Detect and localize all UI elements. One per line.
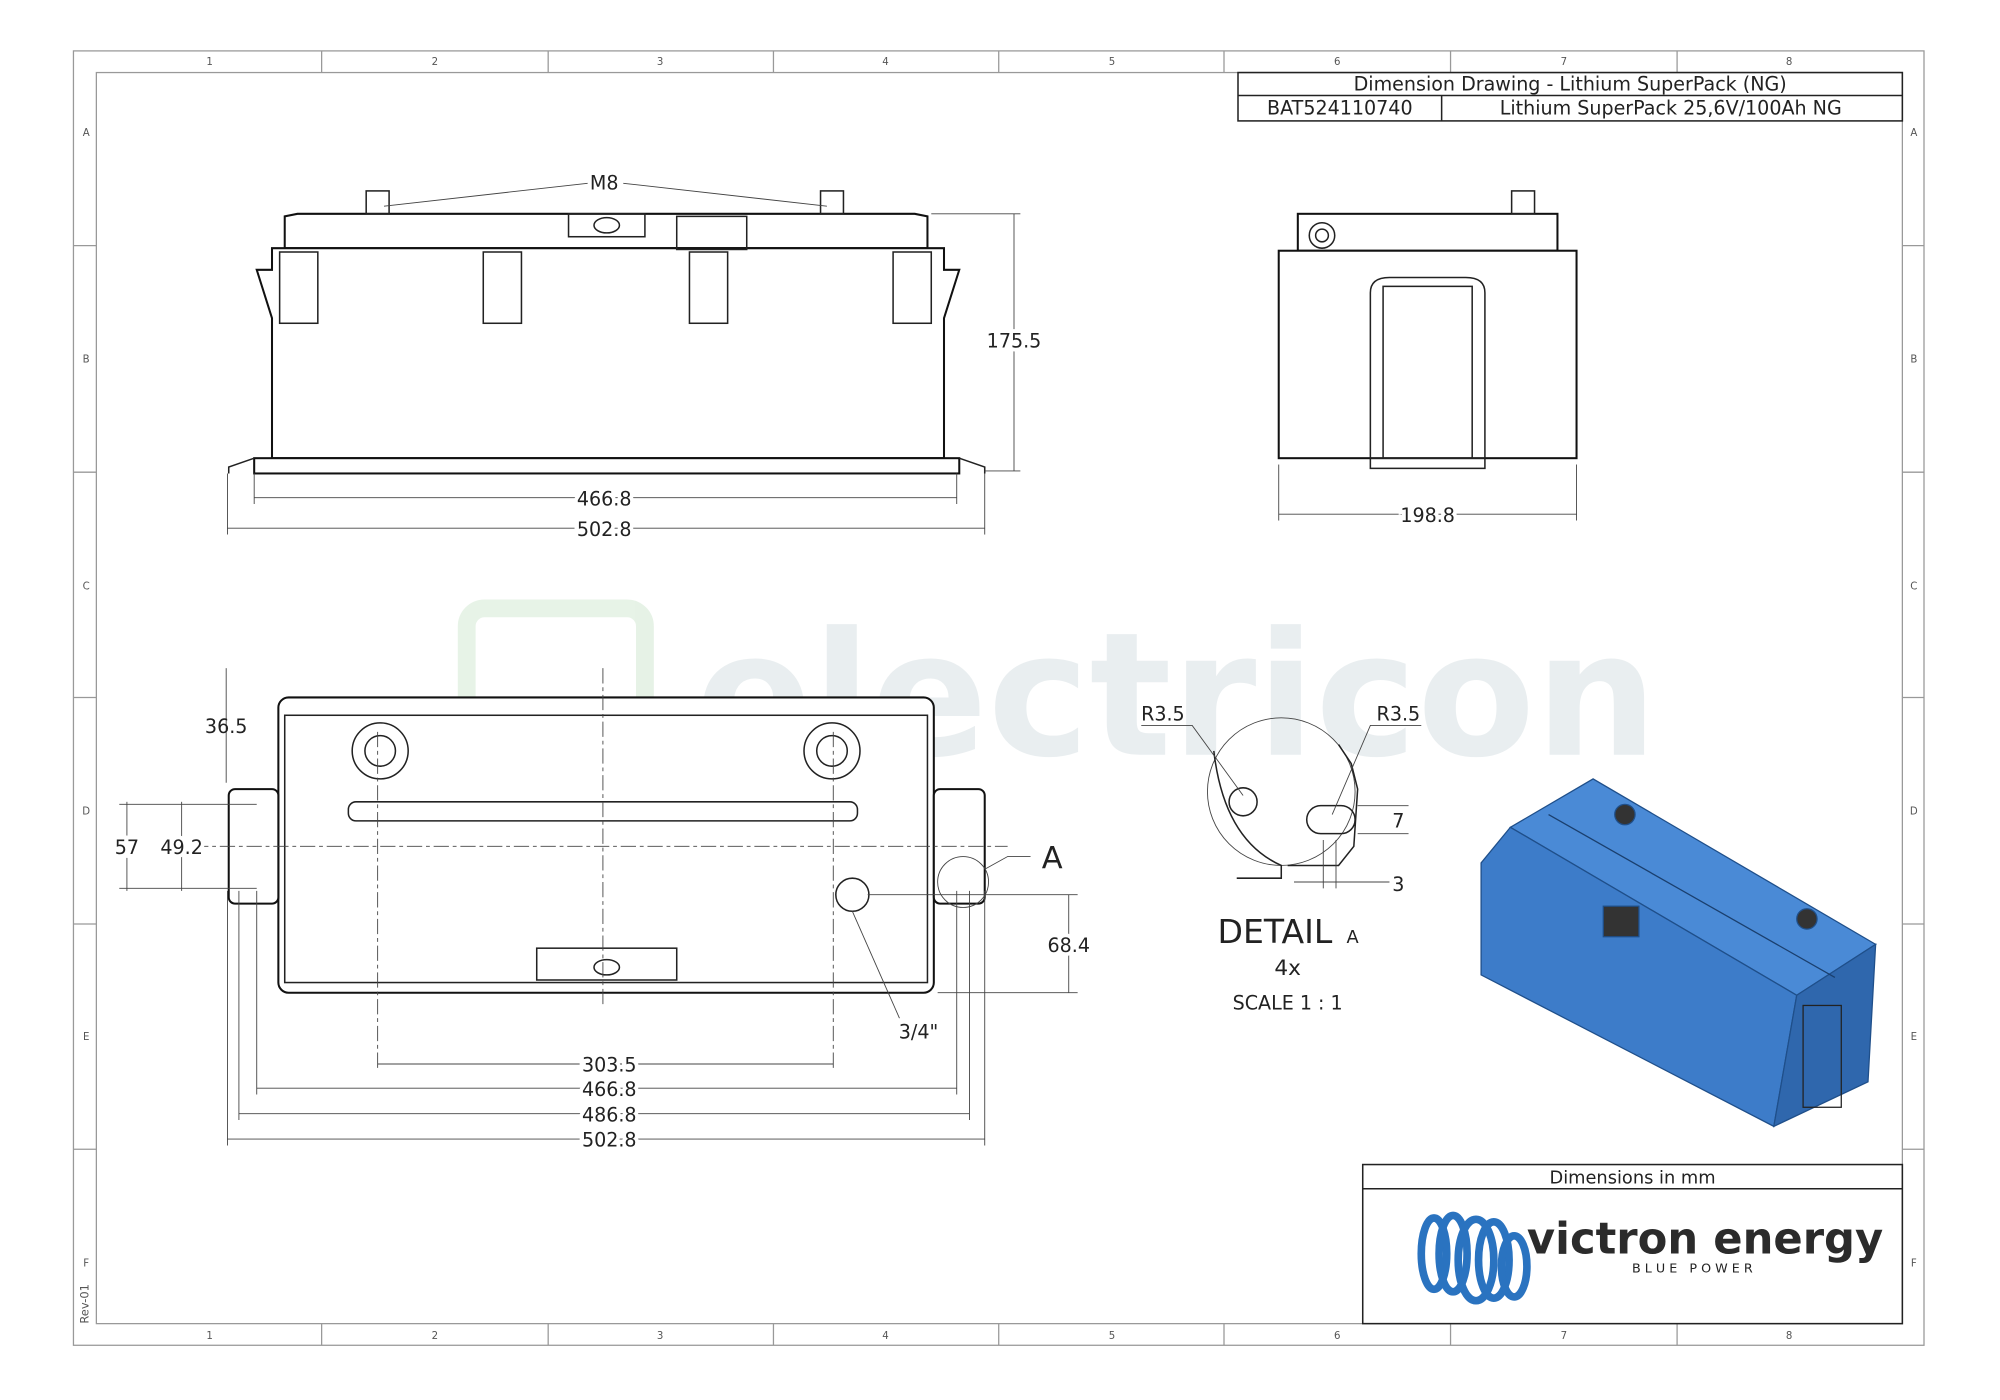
detail-dimension-7: 7 bbox=[1392, 809, 1404, 832]
grid-column-label: 2 bbox=[432, 57, 438, 68]
grid-column-label: 5 bbox=[1109, 1331, 1115, 1342]
dimension-49-2: 49.2 bbox=[160, 836, 202, 859]
grid-row-label: D bbox=[1910, 807, 1918, 818]
grid-row-label: A bbox=[1910, 128, 1917, 139]
detail-dimension-3: 3 bbox=[1392, 873, 1404, 896]
product-description: Lithium SuperPack 25,6V/100Ah NG bbox=[1500, 97, 1842, 120]
terminal-label: M8 bbox=[590, 172, 619, 195]
grid-column-label: 8 bbox=[1786, 1331, 1792, 1342]
top-view: A 3/4" 36.5 57 49.2 68.4 303.5 466.8 486… bbox=[111, 668, 1094, 1156]
logo-tagline: B L U E P O W E R bbox=[1632, 1261, 1753, 1276]
detail-count: 4x bbox=[1274, 956, 1301, 981]
revision-label: Rev-01 bbox=[78, 1284, 92, 1324]
grid-column-label: 1 bbox=[206, 57, 212, 68]
bottom-title-block: Dimensions in mm victron energy B L U E … bbox=[1361, 1163, 1904, 1325]
detail-scale: SCALE 1 : 1 bbox=[1233, 991, 1343, 1014]
detail-radius-right: R3.5 bbox=[1377, 702, 1421, 725]
detail-ref: A bbox=[1346, 927, 1359, 948]
grid-column-label: 2 bbox=[432, 1331, 438, 1342]
grid-column-label: 1 bbox=[206, 1331, 212, 1342]
grid-row-label: E bbox=[1911, 1032, 1917, 1043]
grid-column-label: 3 bbox=[657, 1331, 663, 1342]
grid-column-label: 6 bbox=[1334, 57, 1340, 68]
detail-title: DETAIL bbox=[1217, 912, 1332, 951]
title-block: Dimension Drawing - Lithium SuperPack (N… bbox=[1237, 71, 1904, 122]
grid-row-label: F bbox=[1911, 1258, 1917, 1269]
part-number: BAT524110740 bbox=[1267, 97, 1413, 120]
grid-column-label: 5 bbox=[1109, 57, 1115, 68]
dimension-57: 57 bbox=[115, 836, 139, 859]
detail-radius-left: R3.5 bbox=[1141, 702, 1185, 725]
detail-view: R3.5 R3.5 7 3 DETAIL A 4x SCALE 1 : 1 bbox=[1141, 702, 1422, 1014]
units-note: Dimensions in mm bbox=[1549, 1168, 1715, 1189]
grid-column-label: 7 bbox=[1561, 1331, 1567, 1342]
grid-row-label: C bbox=[83, 581, 90, 592]
isometric-view bbox=[1480, 778, 1877, 1128]
dimension-486-8: 486.8 bbox=[582, 1103, 637, 1126]
inner-length-dimension: 466.8 bbox=[577, 487, 632, 510]
grid-column-label: 6 bbox=[1334, 1331, 1340, 1342]
front-view: M8 175.5 466.8 502.8 bbox=[227, 172, 1045, 545]
grid-column-label: 4 bbox=[882, 57, 888, 68]
dimension-303-5: 303.5 bbox=[582, 1054, 637, 1077]
dimension-502-8: 502.8 bbox=[582, 1129, 637, 1152]
grid-row-label: B bbox=[83, 355, 90, 366]
grid-row-label: E bbox=[83, 1032, 89, 1043]
grid-row-label: B bbox=[1910, 355, 1917, 366]
grid-column-label: 4 bbox=[882, 1331, 888, 1342]
dimension-68-4: 68.4 bbox=[1047, 934, 1089, 957]
overall-length-dimension: 502.8 bbox=[577, 518, 632, 541]
drawing-title: Dimension Drawing - Lithium SuperPack (N… bbox=[1354, 72, 1787, 95]
dimension-36-5: 36.5 bbox=[205, 715, 247, 738]
dimension-466-8: 466.8 bbox=[582, 1078, 637, 1101]
grid-row-label: F bbox=[83, 1258, 89, 1269]
grid-row-label: C bbox=[1910, 581, 1917, 592]
height-dimension: 175.5 bbox=[987, 329, 1042, 352]
grid-row-label: D bbox=[82, 807, 90, 818]
grid-row-label: A bbox=[83, 128, 90, 139]
detail-callout: A bbox=[1042, 841, 1063, 876]
logo-wordmark: victron energy bbox=[1527, 1215, 1883, 1265]
grid-column-label: 7 bbox=[1561, 57, 1567, 68]
grid-column-label: 8 bbox=[1786, 57, 1792, 68]
thread-size: 3/4" bbox=[899, 1021, 938, 1044]
grid-column-label: 3 bbox=[657, 57, 663, 68]
side-view: 198.8 bbox=[1277, 190, 1578, 531]
victron-logo bbox=[1417, 1211, 1531, 1305]
width-dimension: 198.8 bbox=[1400, 504, 1455, 527]
